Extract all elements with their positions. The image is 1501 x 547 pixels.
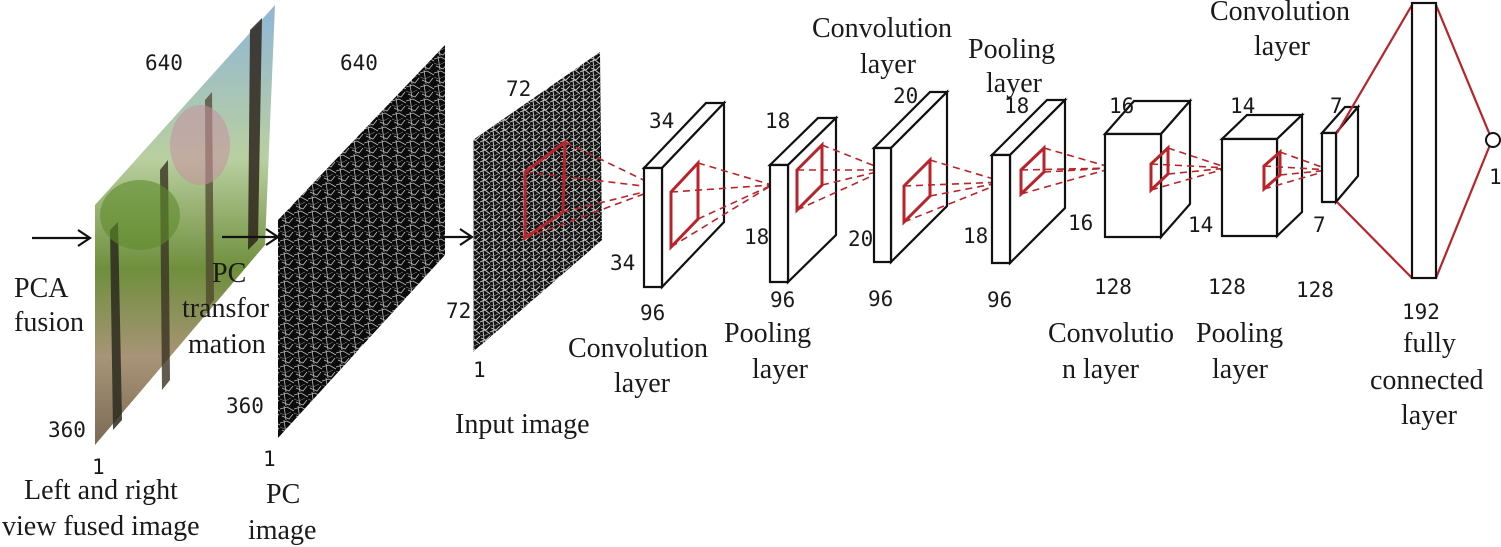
conv3-w-label: 16	[1109, 94, 1134, 118]
pool3-block	[1219, 112, 1305, 239]
conv2-caption-2: layer	[860, 49, 917, 80]
conv2-w-label: 20	[893, 84, 918, 108]
pc-height-label: 360	[226, 394, 264, 418]
pc-depth-label: 1	[263, 447, 276, 471]
conv2-block	[871, 89, 950, 265]
input-caption: Input image	[455, 409, 590, 440]
input-height-label: 72	[446, 299, 471, 323]
input-arrow-head	[459, 228, 474, 246]
pc-caption-2: image	[248, 515, 316, 546]
pool2-block	[989, 97, 1068, 266]
fc-caption-2: connected	[1370, 365, 1484, 396]
conv2-caption-1: Convolution	[812, 13, 952, 44]
pool1-block	[767, 115, 839, 285]
output-node	[1485, 132, 1501, 148]
pc-caption-1: PC	[266, 479, 300, 510]
pc-width-label: 640	[340, 51, 378, 75]
conv4-caption-2: layer	[1254, 31, 1311, 62]
pool2-d-label: 96	[987, 288, 1012, 312]
input-width-label: 72	[506, 77, 531, 101]
projection-conv1-pool1	[670, 162, 773, 248]
projection-conv3-pool3	[1150, 147, 1229, 191]
conv1-h-label: 34	[610, 251, 635, 275]
fc-caption-3: layer	[1401, 400, 1458, 431]
conv4-w-label: 7	[1330, 94, 1343, 118]
output-units-label: 1	[1489, 165, 1501, 189]
pca-arrow-head	[77, 229, 92, 247]
conv1-w-label: 34	[649, 109, 674, 133]
conv4-block	[1319, 103, 1361, 206]
conv1-d-label: 96	[640, 301, 665, 325]
pc-transform-label-1: PC	[212, 258, 246, 289]
fc-caption-1: fully	[1403, 328, 1456, 359]
pool2-caption-2: layer	[986, 68, 1043, 99]
conv4-caption-1: Convolution	[1210, 0, 1350, 27]
fused-caption-1: Left and right	[24, 475, 178, 506]
pool1-w-label: 18	[765, 109, 790, 133]
fc-column	[1410, 1, 1438, 280]
fused-caption-2: view fused image	[2, 511, 200, 542]
pca-fusion-label-1: PCA	[14, 273, 69, 304]
pool1-d-label: 96	[770, 288, 795, 312]
pool3-d-label: 128	[1208, 275, 1246, 299]
tree-trunks-decor	[100, 18, 262, 430]
conv3-caption-1: Convolutio	[1048, 318, 1174, 349]
fc-layer	[1336, 1, 1501, 280]
pca-fusion-label-2: fusion	[14, 307, 84, 338]
fused-depth-label: 1	[92, 455, 105, 479]
pc-image	[278, 45, 445, 438]
projection-pool2-conv3	[1020, 147, 1114, 195]
pool2-w-label: 18	[1004, 94, 1029, 118]
pc-transform-label-3: mation	[188, 329, 266, 360]
pool3-w-label: 14	[1230, 94, 1255, 118]
input-image	[473, 52, 602, 352]
conv2-h-label: 20	[848, 227, 873, 251]
input-depth-label: 1	[473, 358, 486, 382]
pool1-caption-2: layer	[752, 354, 809, 385]
conv3-h-label: 16	[1068, 211, 1093, 235]
conv3-d-label: 128	[1094, 275, 1132, 299]
conv4-h-label: 7	[1313, 213, 1326, 237]
fused-width-label: 640	[145, 51, 183, 75]
pool3-caption-2: layer	[1212, 354, 1269, 385]
conv1-caption-1: Convolution	[568, 333, 708, 364]
fc-units-label: 192	[1402, 300, 1440, 324]
pc-transform-label-2: transfor	[182, 293, 270, 324]
pool2-caption-1: Pooling	[968, 34, 1055, 65]
pc-arrow-head	[265, 228, 280, 246]
fused-image	[95, 5, 275, 445]
conv2-d-label: 96	[868, 287, 893, 311]
conv4-d-label: 128	[1296, 278, 1334, 302]
conv1-caption-2: layer	[614, 368, 671, 399]
fused-height-label: 360	[48, 418, 86, 442]
pool2-h-label: 18	[963, 224, 988, 248]
pool1-h-label: 18	[744, 225, 769, 249]
conv3-caption-2: n layer	[1062, 354, 1140, 385]
pool3-h-label: 14	[1188, 213, 1213, 237]
conv3-block	[1102, 98, 1193, 240]
pool3-caption-1: Pooling	[1196, 318, 1283, 349]
pool1-caption-1: Pooling	[724, 318, 811, 349]
